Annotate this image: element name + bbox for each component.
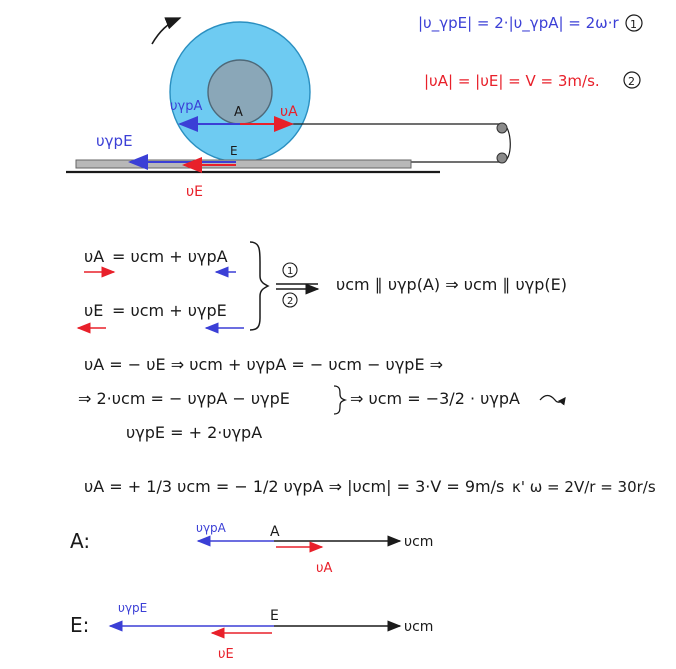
system-line2-lhs: υE: [84, 301, 103, 320]
system-result: υcm ∥ υγp(A) ⇒ υcm ∥ υγp(E): [336, 275, 567, 294]
label-vgpE: υγpE: [96, 132, 133, 150]
pulley-bottom: [496, 152, 508, 164]
point-E-vector-diagram: E: E υγpE υcm υE: [70, 601, 433, 662]
implies-mark-1: [282, 262, 298, 278]
diagram-A-label: A:: [70, 529, 90, 553]
system-line2-rhs: = υcm + υγpE: [112, 301, 227, 320]
derivation-row2-result: ⇒ υcm = −3/2 · υγpA: [350, 389, 520, 408]
rotation-arrow: [151, 17, 182, 45]
rolling-wheel-figure: A υA υγpA E υγpE υE: [66, 17, 511, 200]
derivation-row2: ⇒ 2·υcm = − υγpA − υγpE: [78, 389, 290, 408]
point-E-label: E: [230, 144, 238, 158]
diagram-E-vgp-label: υγpE: [118, 601, 147, 615]
diagram-E-point: E: [270, 608, 279, 624]
diagram-A-v-label: υA: [316, 561, 333, 576]
squiggle-arrow: [539, 394, 566, 406]
diagram-A-point: A: [270, 524, 280, 540]
diagram-E-vcm-label: υcm: [404, 619, 433, 635]
derivation-brace: [333, 385, 348, 415]
diagram-A-vgp-label: υγpA: [196, 521, 227, 535]
pulley-top: [496, 122, 508, 134]
system-brace: [249, 241, 270, 331]
point-A-label: A: [234, 105, 243, 120]
ground-plank: [75, 159, 412, 169]
vector-system: υA = υcm + υγpA υE = υcm + υγpE 1 2 υcm …: [76, 241, 567, 334]
equation-1-marker: [625, 14, 643, 32]
derivation-row4-end: κ' ω = 2V/r = 30r/s: [512, 478, 656, 496]
label-vE: υE: [186, 184, 203, 200]
point-A-vector-diagram: A: A υγpA υcm υA: [70, 521, 433, 576]
implies-mark-1-text: 1: [287, 266, 293, 277]
diagram-E-v-label: υE: [218, 647, 234, 662]
equation-2-mark-text: 2: [628, 75, 635, 88]
diagram-E-label: E:: [70, 613, 89, 637]
implies-mark-2: [282, 292, 298, 308]
system-line1-lhs: υA: [84, 247, 104, 266]
equation-1: |υ_γpE| = 2·|υ_γpA| = 2ω·r: [418, 14, 620, 33]
given-equations: |υ_γpE| = 2·|υ_γpA| = 2ω·r 1 |υA| = |υE|…: [418, 14, 643, 90]
derivation-row4: υA = + 1/3 υcm = − 1/2 υγpA ⇒ |υcm| = 3·…: [84, 477, 504, 496]
implies-mark-2-text: 2: [287, 296, 293, 307]
derivation-block: υA = − υE ⇒ υcm + υγpA = − υcm − υγpE ⇒ …: [78, 355, 656, 496]
label-vgpA: υγpA: [170, 99, 202, 114]
derivation-row3: υγpE = + 2·υγpA: [126, 423, 262, 442]
label-vA: υA: [280, 104, 298, 120]
diagram-A-vcm-label: υcm: [404, 534, 433, 550]
system-line1-rhs: = υcm + υγpA: [112, 247, 228, 266]
derivation-row1: υA = − υE ⇒ υcm + υγpA = − υcm − υγpE ⇒: [84, 355, 443, 374]
equation-2: |υA| = |υE| = V = 3m/s.: [424, 72, 600, 90]
equation-1-mark-text: 1: [630, 18, 637, 31]
equation-2-marker: [623, 71, 641, 89]
